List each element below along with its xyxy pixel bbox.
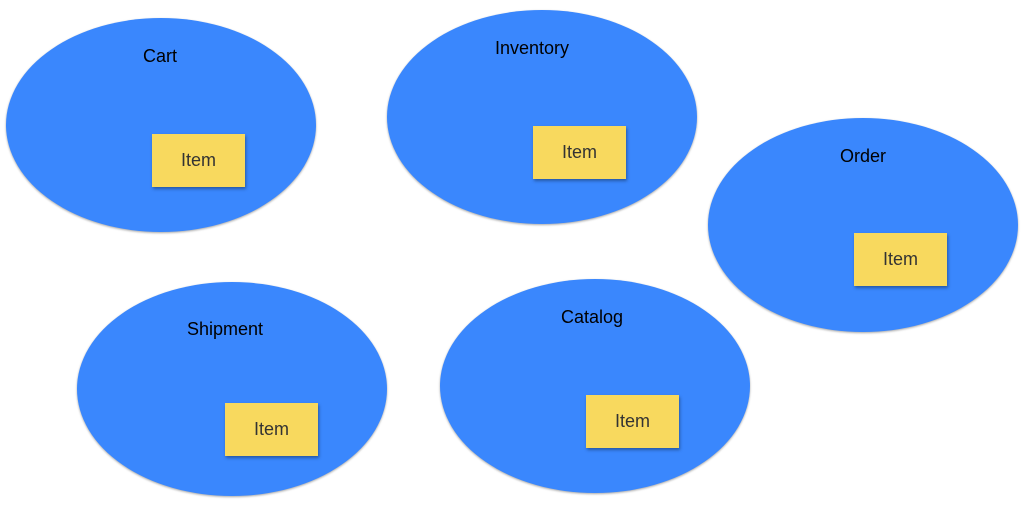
entity-item-inventory: Item [533,126,626,179]
entity-item-cart: Item [152,134,245,187]
context-inventory [387,10,697,224]
context-order [708,118,1018,332]
context-label-order: Order [839,146,887,166]
entity-item-order: Item [854,233,947,286]
entity-item-shipment: Item [225,403,318,456]
entity-item-catalog: Item [586,395,679,448]
context-label-shipment: Shipment [186,319,264,339]
context-label-catalog: Catalog [560,307,624,327]
context-cart [6,18,316,232]
context-shipment [77,282,387,496]
context-catalog [440,279,750,493]
context-label-inventory: Inventory [494,38,570,58]
context-label-cart: Cart [142,46,178,66]
